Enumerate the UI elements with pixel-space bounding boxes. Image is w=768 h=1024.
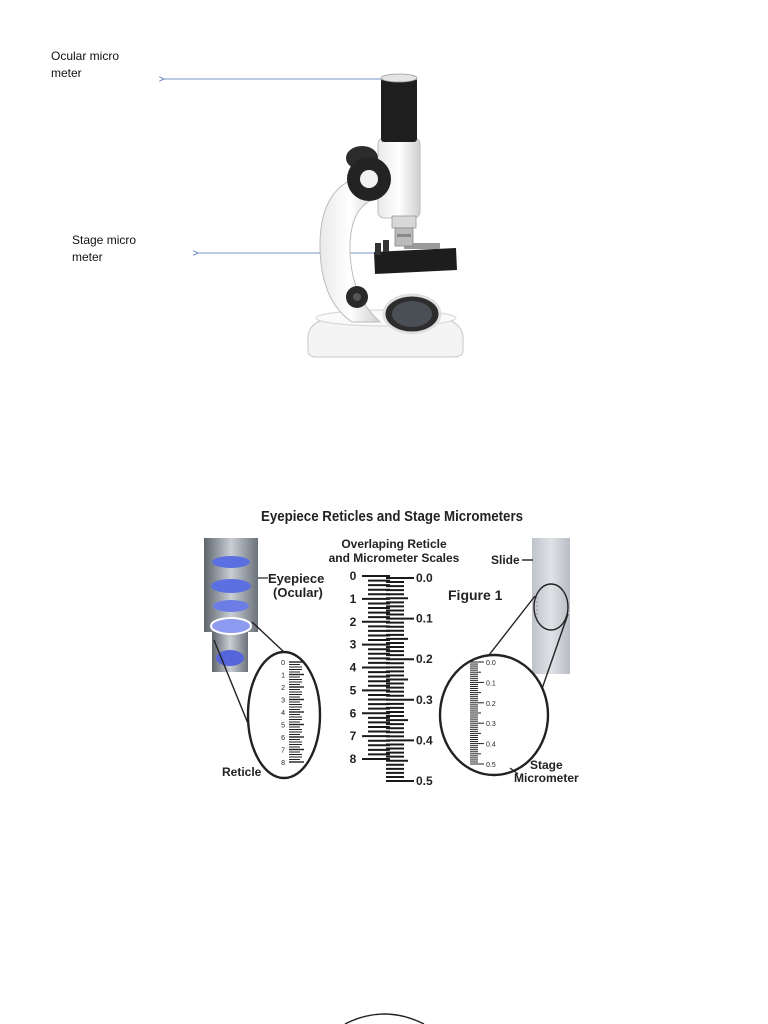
reticle-tick-label: 5 (281, 723, 285, 730)
reticle-overlap-label: 5 (350, 683, 357, 697)
reticle-overlap-label: 3 (350, 638, 357, 652)
stage-tick-label: 0.3 (486, 721, 496, 728)
reticle-tick-label: 1 (281, 673, 285, 680)
microscope-illustration (307, 73, 464, 358)
eyepiece (381, 78, 417, 142)
reticle-tick-label: 3 (281, 698, 285, 705)
center-heading-line2: and Micrometer Scales (329, 551, 460, 565)
ocular-micrometer-label: Ocular micro meter (51, 49, 120, 80)
ocular-label: (Ocular) (273, 585, 323, 600)
reticle-overlap-label: 2 (350, 615, 357, 629)
stage-micrometer-zoom: 0.0 0.1 0.2 0.3 0.4 0.5 (438, 595, 569, 777)
reticle-tick-label: 4 (281, 710, 285, 717)
slide-label: Slide (491, 553, 520, 567)
eyepiece-lens-icon (212, 556, 250, 568)
reticle-scale: 0 1 2 3 4 5 6 7 8 (281, 660, 304, 767)
microscope-arm (319, 174, 382, 323)
reticle-overlap-label: 4 (350, 661, 357, 675)
reticle-disc-icon (210, 617, 252, 635)
slide (522, 538, 570, 674)
reticle-overlap-label: 6 (350, 706, 357, 720)
micrometer-overlap-label: 0.0 (416, 571, 433, 585)
stage-tick-label: 0.1 (486, 680, 496, 687)
micrometer-overlap-label: 0.1 (416, 612, 433, 626)
reticle-tick-label: 0 (281, 660, 285, 667)
micrometer-label: Micrometer (514, 771, 579, 785)
reticle-tick-label: 6 (281, 735, 285, 742)
reticle-overlap-label: 1 (350, 592, 357, 606)
overlapping-scales: 0 1 2 3 4 5 6 7 8 0.0 0.1 0.2 0.3 0.4 0.5 (350, 569, 433, 788)
micrometer-overlap-label: 0.5 (416, 774, 433, 788)
figure-1-label: Figure 1 (448, 587, 503, 603)
bottom-partial-circle (344, 1013, 425, 1024)
reticle-tick-label: 8 (281, 760, 285, 767)
reticle-overlap-label: 8 (350, 752, 357, 766)
micrometer-overlap-label: 0.2 (416, 652, 433, 666)
stage-scale: 0.0 0.1 0.2 0.3 0.4 0.5 (470, 660, 496, 769)
microscope-stage (374, 248, 457, 274)
reticle-label: Reticle (222, 765, 262, 779)
stage-tick-label: 0.0 (486, 660, 496, 667)
center-heading-line1: Overlaping Reticle (341, 537, 447, 551)
reticle-overlap-label: 7 (350, 729, 357, 743)
reticle-tick-label: 2 (281, 685, 285, 692)
stage-micrometer-label: Stage micro meter (72, 233, 137, 264)
stage-label: Stage (530, 758, 563, 772)
eyepiece-label: Eyepiece (268, 571, 324, 586)
eyepiece-cutaway (204, 538, 268, 672)
stage-tick-label: 0.4 (486, 742, 496, 749)
figure-title: Eyepiece Reticles and Stage Micrometers (261, 508, 523, 525)
micrometer-overlap-label: 0.4 (416, 733, 433, 747)
reticle-overlap-label: 0 (350, 569, 357, 583)
reticle-tick-label: 7 (281, 748, 285, 755)
reticle-zoom: 0 1 2 3 4 5 6 7 8 (213, 621, 322, 780)
stage-tick-label: 0.2 (486, 701, 496, 708)
stage-tick-label: 0.5 (486, 762, 496, 769)
micrometer-overlap-label: 0.3 (416, 693, 433, 707)
